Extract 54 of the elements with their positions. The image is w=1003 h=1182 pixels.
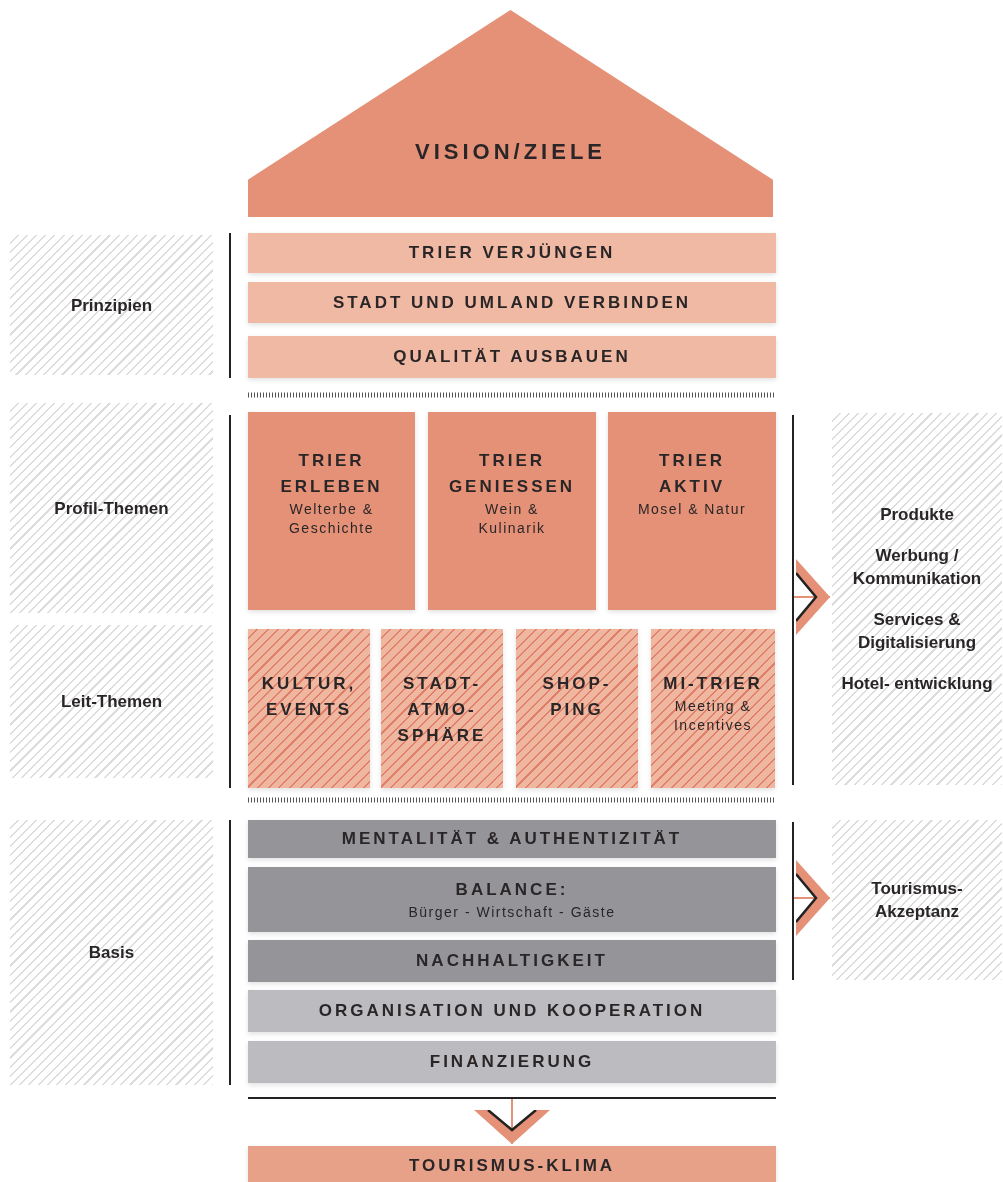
theme-tile (428, 412, 596, 610)
subheading-text: Welterbe & Geschichte (287, 500, 375, 538)
foundation-bar (248, 990, 776, 1032)
principle-bar (248, 336, 776, 378)
panel-label: Prinzipien (70, 294, 153, 317)
heading-text: QUALITÄT AUSBAUEN (393, 346, 631, 368)
heading-text: VISION/ZIELE (415, 139, 606, 165)
subheading-text: Meeting & Incentives (672, 697, 753, 735)
hatched-tile (516, 629, 638, 788)
theme-tile (248, 412, 415, 610)
hatched-panel (832, 820, 1002, 980)
panel-label: Leit-Themen (60, 691, 163, 713)
panel-label: Profil-Themen (54, 497, 169, 520)
heading-text: NACHHALTIGKEIT (416, 950, 608, 972)
roof-pentagon (248, 10, 773, 217)
heading-text: BALANCE: (455, 879, 569, 901)
foundation-bar (248, 1041, 776, 1083)
heading-text: MENTALITÄT & AUTHENTIZITÄT (341, 828, 683, 850)
foundation-bar (248, 820, 776, 858)
heading-text: TRIER VERJÜNGEN (408, 242, 616, 264)
panel-label: Werbung / Kommunikation (851, 545, 983, 590)
hatched-panel (10, 403, 213, 613)
result-bar (248, 1146, 776, 1182)
hatched-panel (832, 413, 1002, 785)
heading-text: TRIER GENIESSEN (447, 450, 577, 498)
foundation-bar (248, 867, 776, 932)
heading-text: TRIER ERLEBEN (279, 450, 384, 498)
heading-text: ORGANISATION UND KOOPERATION (318, 1000, 706, 1022)
principle-bar (248, 282, 776, 323)
hatched-tile (381, 629, 503, 788)
principle-bar (248, 233, 776, 273)
heading-text: KULTUR, EVENTS (260, 673, 358, 721)
hatched-panel (10, 625, 213, 778)
panel-label: Tourismus- Akzeptanz (870, 878, 964, 923)
heading-text: STADT- ATMO- SPHÄRE (396, 673, 488, 747)
hatched-panel (10, 820, 213, 1085)
panel-label: Produkte (880, 504, 954, 526)
subheading-text: Wein & Kulinarik (477, 500, 547, 538)
panel-label: Basis (88, 942, 135, 964)
panel-label: Services & Digitalisierung (856, 609, 978, 654)
subheading-text: Mosel & Natur (637, 500, 747, 519)
foundation-bar (248, 940, 776, 982)
heading-text: STADT UND UMLAND VERBINDEN (332, 291, 692, 314)
heading-text: TOURISMUS-KLIMA (408, 1155, 616, 1177)
hatched-panel (10, 235, 213, 375)
theme-tile (608, 412, 776, 610)
subheading-text: Bürger - Wirtschaft - Gäste (408, 903, 616, 922)
hatched-tile (651, 629, 775, 788)
heading-text: TRIER AKTIV (658, 450, 726, 498)
heading-text: SHOP- PING (541, 673, 613, 721)
heading-text: MI-TRIER (663, 673, 763, 695)
hatched-tile (248, 629, 370, 788)
heading-text: FINANZIERUNG (429, 1051, 595, 1073)
panel-label: Hotel- entwicklung (841, 673, 993, 695)
